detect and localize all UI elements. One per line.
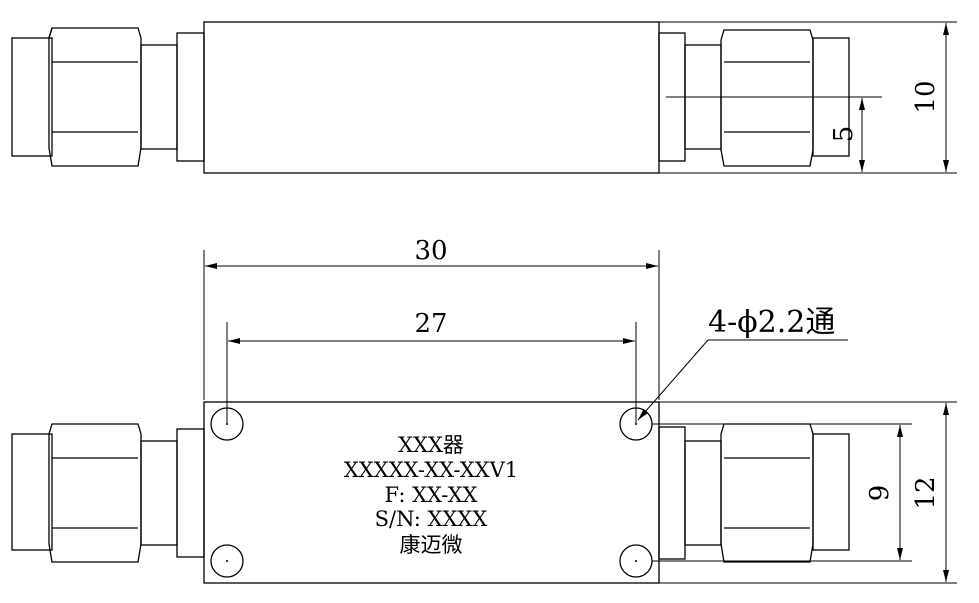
product-label: XXX器 XXXXX-XX-XXV1 F: XX-XX S/N: XXXX 康迈… (344, 433, 518, 557)
label-line-4: S/N: XXXX (375, 507, 488, 531)
left-connector-top (11, 27, 205, 167)
label-line-3: F: XX-XX (385, 483, 478, 507)
label-line-5: 康迈微 (400, 533, 463, 557)
right-connector-bottom (658, 423, 850, 563)
mounting-hole (210, 407, 244, 441)
mounting-hole (210, 544, 244, 578)
label-line-2: XXXXX-XX-XXV1 (344, 458, 518, 482)
bottom-view: 30 27 4-ϕ2.2通 (11, 236, 957, 584)
top-view: 10 5 (11, 21, 957, 174)
hole-callout: 4-ϕ2.2通 (708, 305, 835, 340)
left-connector-bottom (11, 423, 205, 563)
dim-height-bottom: 12 (911, 476, 941, 509)
label-line-1: XXX器 (398, 433, 464, 457)
dim-hole-spacing: 27 (414, 309, 447, 339)
mounting-holes (210, 407, 653, 578)
filter-body-top (203, 21, 660, 174)
right-connector-top (658, 29, 850, 167)
callout-leader (637, 339, 709, 421)
dim-overall-length: 30 (414, 236, 447, 266)
dim-height-top: 10 (911, 80, 941, 113)
dim-half-height-top: 5 (829, 126, 859, 143)
dim-hole-pitch-bottom: 9 (865, 485, 895, 502)
